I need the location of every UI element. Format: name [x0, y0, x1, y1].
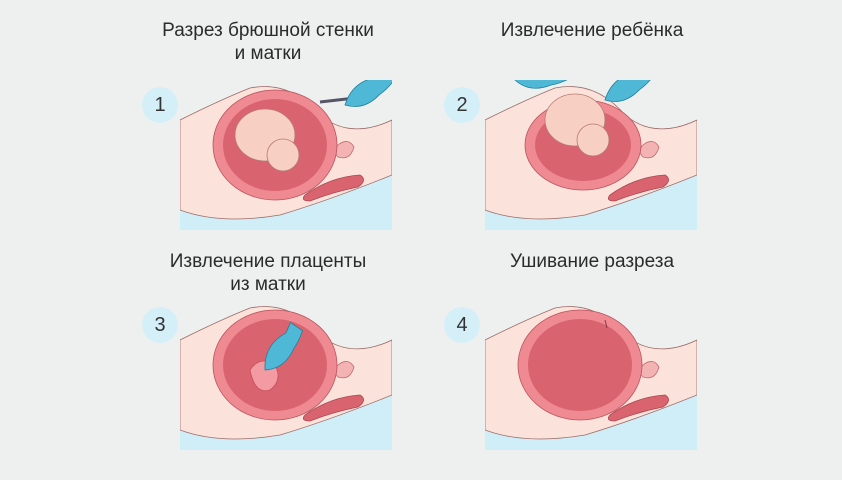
uterus-cavity	[528, 319, 632, 411]
step-2-title: Извлечение ребёнка	[442, 19, 742, 42]
step-1-badge: 1	[142, 87, 178, 123]
rectum	[302, 174, 364, 202]
gloved-hand	[604, 80, 655, 102]
step-1-title-line1: Разрез брюшной стенки	[162, 20, 374, 41]
step-4-title-line1: Ушивание разреза	[509, 251, 675, 272]
step-3-title: Извлечение плаценты из матки	[118, 250, 418, 296]
gloved-hand	[264, 321, 303, 371]
step-2-title-line1: Извлечение ребёнка	[500, 20, 684, 41]
rectum	[302, 394, 364, 422]
table	[180, 395, 392, 450]
step-3-badge: 3	[142, 307, 178, 343]
illustration-shape	[266, 138, 300, 172]
table	[180, 175, 392, 230]
step-3-title-line1: Извлечение плаценты	[169, 251, 367, 272]
table	[485, 175, 697, 230]
suture	[604, 319, 608, 329]
table	[485, 395, 697, 450]
gloved-hand	[344, 80, 392, 107]
step-2-illustration	[485, 80, 697, 230]
illustration-shape	[604, 80, 655, 102]
illustration-shape	[264, 321, 303, 371]
step-4-illustration	[485, 306, 697, 450]
gloved-hand	[514, 80, 570, 89]
illustration-shape	[514, 80, 570, 89]
illustration-shape	[576, 123, 610, 157]
illustration-shape	[344, 80, 392, 107]
step-3-illustration	[180, 306, 392, 450]
step-4-badge: 4	[444, 307, 480, 343]
step-4-title: Ушивание разреза	[442, 250, 742, 273]
step-1-illustration	[180, 80, 392, 230]
fetus	[234, 108, 300, 172]
rectum	[607, 394, 669, 422]
step-1-title: Разрез брюшной стенки и матки	[118, 19, 418, 65]
rectum	[607, 174, 669, 202]
step-3-title-line2: из матки	[230, 274, 306, 295]
step-1-title-line2: и матки	[234, 43, 302, 64]
step-2-badge: 2	[444, 87, 480, 123]
fetus	[544, 93, 610, 157]
